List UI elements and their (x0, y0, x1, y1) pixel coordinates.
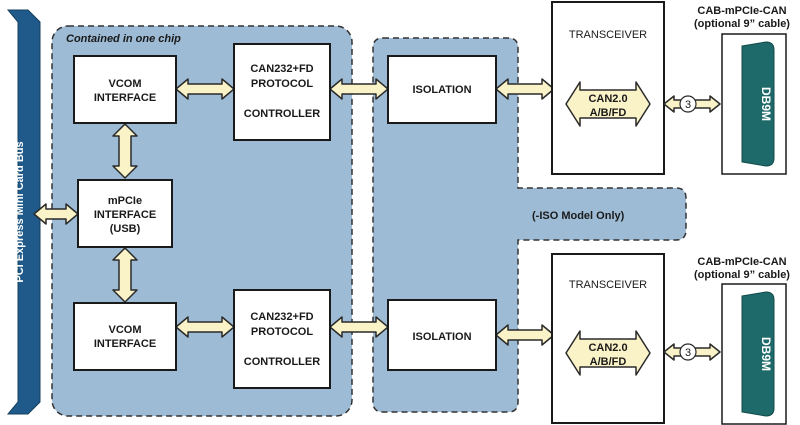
isolation-top: ISOLATION (387, 55, 497, 124)
pin-label-bottom: 3 (685, 347, 691, 359)
vcom-top-mpcie-arrow (112, 123, 138, 179)
vcom-bottom-line2: INTERFACE (94, 338, 156, 350)
mpcie-line3: (USB) (110, 223, 141, 235)
can-std-top-line1: CAN2.0 (588, 93, 627, 105)
vcom-bottom-line1: VCOM (109, 324, 142, 336)
db9-connector-top: DB9M (721, 33, 787, 175)
can-std-top-line2: A/B/FD (590, 107, 627, 119)
can-bottom-line2: PROTOCOL (251, 326, 313, 338)
mpcie-line2: INTERFACE (94, 209, 156, 221)
pcie-bus-label: PCI Express Mini Card Bus (14, 141, 26, 282)
can-controller-top: CAN232+FD PROTOCOL CONTROLLER (233, 43, 331, 141)
iso-model-note: (-ISO Model Only) (532, 210, 625, 222)
transceiver-bottom-label: TRANSCEIVER (569, 279, 647, 291)
mpcie-interface: mPCIe INTERFACE (USB) (77, 179, 173, 248)
can-controller-bottom: CAN232+FD PROTOCOL CONTROLLER (233, 289, 331, 389)
cable-top-line1: CAB-mPCIe-CAN (697, 5, 786, 17)
iso-bottom-transceiver-arrow (495, 324, 555, 346)
can-top-line1: CAN232+FD (250, 63, 313, 75)
can-bottom-iso-arrow (329, 316, 389, 338)
vcom-top-line2: INTERFACE (94, 92, 156, 104)
transceiver-top: TRANSCEIVER CAN2.0 A/B/FD (551, 1, 665, 175)
db9-bottom-label: DB9M (759, 337, 773, 371)
chip-region-label: Contained in one chip (66, 33, 181, 45)
pcie-bus: PCI Express Mini Card Bus (6, 9, 41, 415)
can-std-bottom-arrow (565, 330, 651, 376)
can-std-top-arrow (565, 81, 651, 127)
transceiver-bottom: TRANSCEIVER CAN2.0 A/B/FD (551, 253, 665, 424)
can-top-line2: PROTOCOL (251, 78, 313, 90)
can-bottom-line4: CONTROLLER (244, 356, 320, 368)
can-std-bottom-line1: CAN2.0 (588, 342, 627, 354)
cable-top-line2: (optional 9” cable) (694, 18, 790, 30)
mpcie-line1: mPCIe (108, 195, 142, 207)
pin-circle-top (679, 95, 697, 113)
vcom-interface-top: VCOM INTERFACE (73, 55, 177, 124)
can-std-bottom-line2: A/B/FD (590, 356, 627, 368)
pin-circle-bottom (679, 343, 697, 361)
db9-connector-bottom: DB9M (721, 283, 787, 425)
cable-bottom-line2: (optional 9” cable) (694, 269, 790, 281)
can-top-line4: CONTROLLER (244, 108, 320, 120)
isolation-bottom: ISOLATION (387, 299, 497, 371)
db9-top-label: DB9M (759, 87, 773, 121)
iso-bottom-label: ISOLATION (412, 331, 471, 343)
can-bottom-line1: CAN232+FD (250, 311, 313, 323)
vcom-interface-bottom: VCOM INTERFACE (73, 302, 177, 371)
pin-label-top: 3 (685, 99, 691, 111)
vcom-top-line1: VCOM (109, 78, 142, 90)
iso-top-label: ISOLATION (412, 84, 471, 96)
iso-top-transceiver-arrow (495, 78, 555, 100)
can-top-iso-arrow (329, 78, 389, 100)
cable-bottom-line1: CAB-mPCIe-CAN (697, 256, 786, 268)
transceiver-top-label: TRANSCEIVER (569, 29, 647, 41)
